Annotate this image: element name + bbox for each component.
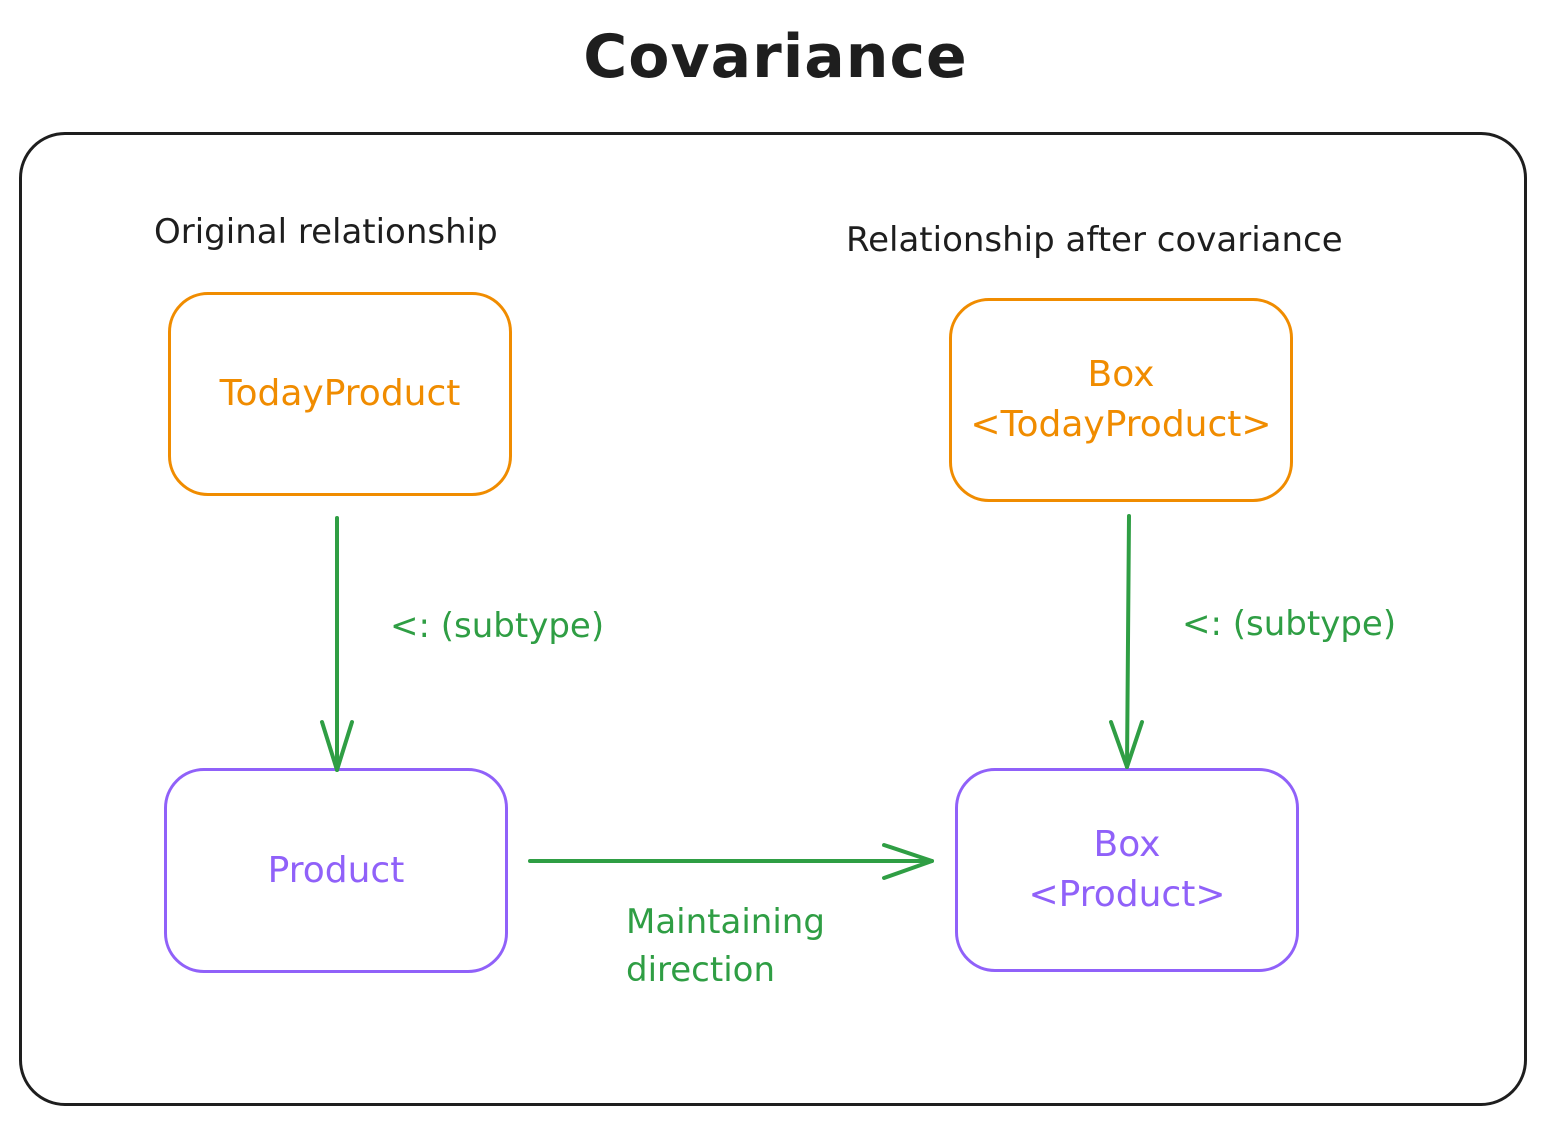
edge-label-maintaining-line1: Maintaining [626,902,825,942]
node-box-product[interactable]: Box <Product> [955,768,1299,972]
node-box-product-line2: <Product> [1028,874,1226,915]
edge-label-maintaining-direction: Maintaining direction [626,898,825,994]
edge-label-maintaining-line2: direction [626,950,775,990]
node-box-today-product-line2: <TodayProduct> [970,404,1272,445]
arrow-left-subtype-head [320,720,354,772]
node-box-today-product-line1: Box [1087,354,1155,395]
node-product-label: Product [267,849,405,891]
edge-label-right-subtype: <: (subtype) [1182,604,1397,644]
node-box-product-line1: Box [1093,824,1161,865]
section-label-after-covariance: Relationship after covariance [846,220,1343,260]
arrow-left-subtype [320,516,354,772]
arrow-maintaining-head [882,843,934,880]
arrow-maintaining-direction [528,843,934,880]
diagram-title: Covariance [583,22,968,92]
arrow-right-subtype-shaft [1125,514,1131,769]
node-today-product-label: TodayProduct [219,373,461,414]
node-box-today-product[interactable]: Box <TodayProduct> [949,298,1293,502]
arrow-right-subtype-head [1109,720,1144,769]
diagram-frame [19,132,1527,1106]
arrow-right-subtype [1109,514,1144,769]
section-label-original: Original relationship [154,212,498,252]
node-today-product[interactable]: TodayProduct [168,292,512,496]
edge-label-left-subtype: <: (subtype) [390,606,605,646]
